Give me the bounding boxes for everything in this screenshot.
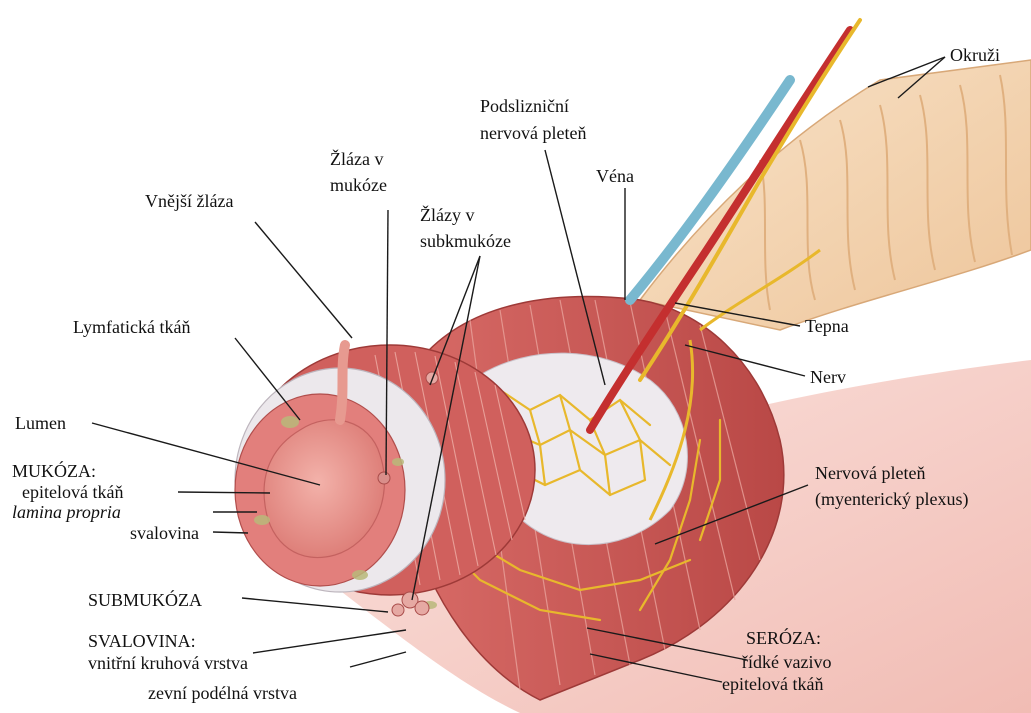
label-mukoza-svalovina: svalovina bbox=[130, 522, 199, 544]
label-nerv: Nerv bbox=[810, 366, 846, 388]
label-okruzi: Okruži bbox=[950, 44, 1000, 66]
label-mukoza-title: MUKÓZA: bbox=[12, 460, 96, 482]
label-seroza-ridke-vazivo: řídké vazivo bbox=[742, 651, 831, 673]
label-submukoza: SUBMUKÓZA bbox=[88, 589, 202, 611]
external-gland-duct bbox=[340, 345, 345, 420]
label-svalovina-title: SVALOVINA: bbox=[88, 630, 196, 652]
label-svalovina-vnitrni: vnitřní kruhová vrstva bbox=[88, 652, 248, 674]
label-svalovina-zevni: zevní podélná vrstva bbox=[148, 682, 297, 704]
label-zlaza-mukoze-line2: mukóze bbox=[330, 174, 387, 196]
mucosal-gland bbox=[378, 472, 390, 484]
label-mukoza-lamina-propria: lamina propria bbox=[12, 501, 121, 523]
label-podsliznicni-line2: nervová pleteň bbox=[480, 122, 586, 144]
label-zlazy-subkmukoze-line1: Žlázy v bbox=[420, 204, 474, 226]
label-vnejsi-zlaza: Vnější žláza bbox=[145, 190, 233, 212]
label-lymfaticka-tkan: Lymfatická tkáň bbox=[73, 316, 190, 338]
label-vena: Véna bbox=[596, 165, 634, 187]
label-zlazy-subkmukoze-line2: subkmukóze bbox=[420, 230, 511, 252]
label-zlaza-mukoze-line1: Žláza v bbox=[330, 148, 383, 170]
label-nervova-pleten-line1: Nervová pleteň bbox=[815, 462, 925, 484]
label-nervova-pleten-line2: (myenterický plexus) bbox=[815, 488, 968, 510]
label-lumen: Lumen bbox=[15, 412, 66, 434]
label-mukoza-epitel: epitelová tkáň bbox=[22, 481, 123, 503]
label-seroza-epitel: epitelová tkáň bbox=[722, 673, 823, 695]
label-podsliznicni-line1: Podslizniční bbox=[480, 95, 569, 117]
label-tepna: Tepna bbox=[805, 315, 849, 337]
label-seroza-title: SERÓZA: bbox=[746, 627, 821, 649]
